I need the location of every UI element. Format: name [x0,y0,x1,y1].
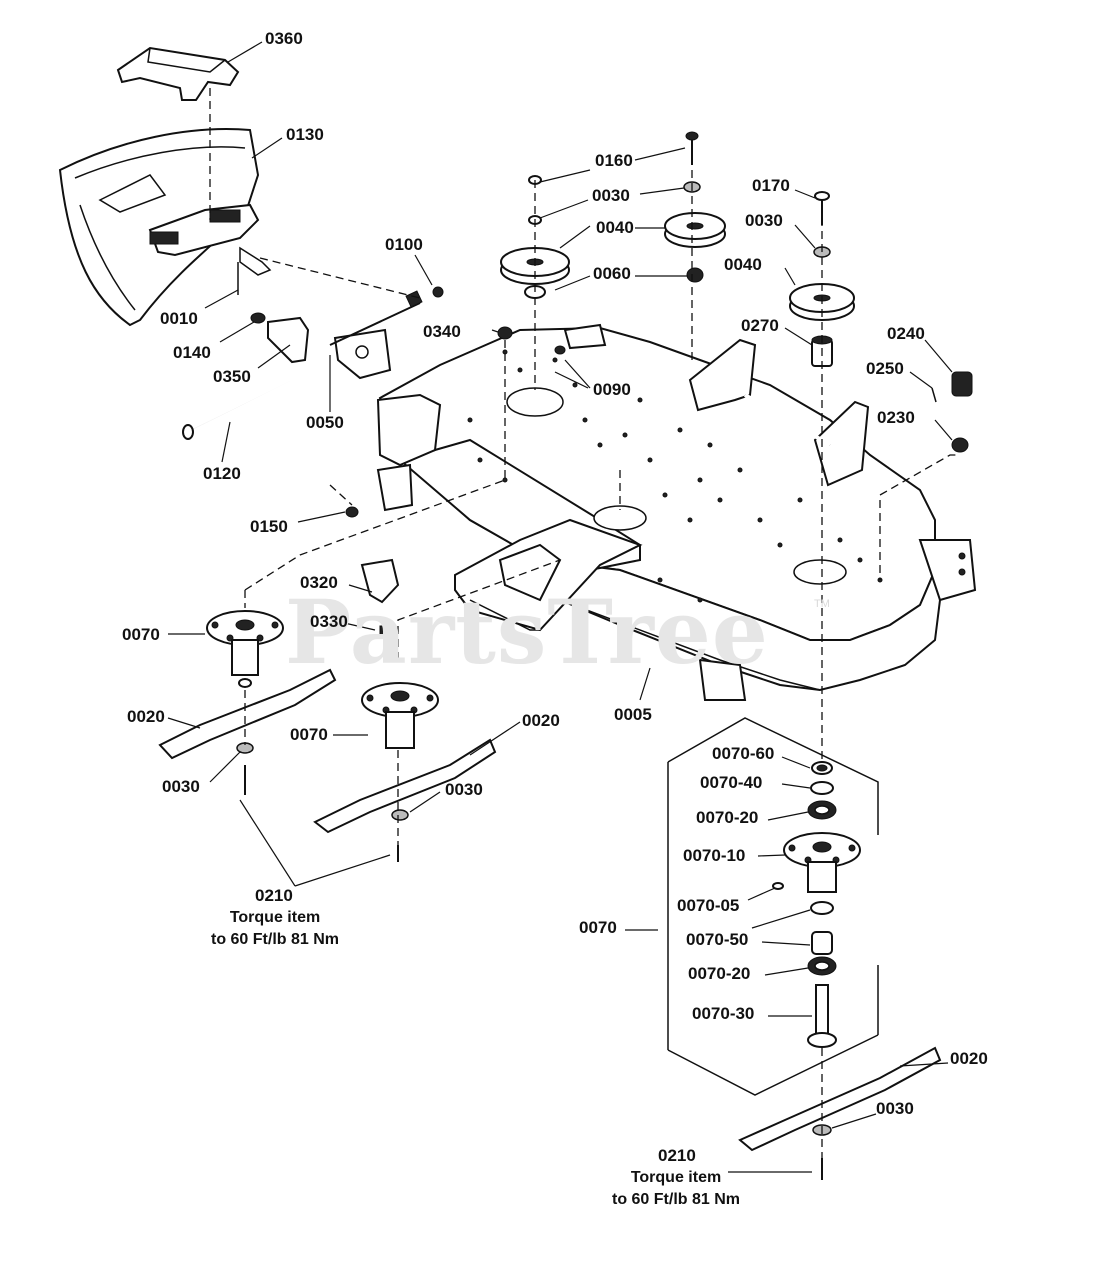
torque-note-right-line1: Torque item [630,1169,722,1186]
label-0040-right: 0040 [724,255,762,274]
nut-0340 [497,326,513,340]
torque-note-right: Torque item to 60 Ft/lb 81 Nm [606,1167,746,1211]
label-0130: 0130 [286,125,324,144]
blade-0020-center [313,738,497,834]
label-0150: 0150 [250,517,288,536]
label-0210-left: 0210 [255,886,293,905]
label-0230: 0230 [877,408,915,427]
washer-0090 [554,345,566,355]
label-0070-center: 0070 [290,725,328,744]
label-0030-right: 0030 [745,211,783,230]
label-0070-30: 0070-30 [692,1004,755,1023]
pulley-0040-b [664,212,726,283]
label-0040-top: 0040 [596,218,634,237]
label-0020-right: 0020 [950,1049,988,1068]
leader-lines [167,41,953,1173]
label-0140: 0140 [173,343,211,362]
spindle-assembly-0070-left [206,610,284,688]
label-0320: 0320 [300,573,338,592]
bolt-0330 [379,625,390,637]
label-0270: 0270 [741,316,779,335]
bolt-0160 [685,131,699,165]
spring-0240 [951,371,973,397]
label-0070-10: 0070-10 [683,846,746,865]
mower-deck-0005 [376,323,977,701]
label-0020-center: 0020 [522,711,560,730]
label-0070-05: 0070-05 [677,896,740,915]
hinge-rod-0120 [182,358,331,440]
spacer-0140 [250,312,266,324]
torque-note-right-line2: to 60 Ft/lb 81 Nm [611,1191,741,1208]
watermark-tm: TM [814,598,830,610]
label-0060: 0060 [593,264,631,283]
label-0020-left: 0020 [127,707,165,726]
torque-note-left: Torque item to 60 Ft/lb 81 Nm [205,907,345,951]
label-0210-right: 0210 [658,1146,696,1165]
deflector-hinge-0010 [148,203,272,295]
blade-0020-left [158,668,337,760]
bolt-0100 [329,286,444,346]
label-0070-20-a: 0070-20 [696,808,759,827]
spindle-parts-0070-exploded [772,761,861,1048]
label-0030-left: 0030 [162,777,200,796]
bracket-0350 [267,316,310,364]
label-0090: 0090 [593,380,631,399]
label-0005: 0005 [614,705,652,724]
torque-note-left-line1: Torque item [229,909,321,926]
label-0070-left: 0070 [122,625,160,644]
label-0010: 0010 [160,309,198,328]
spindle-assembly-0070-center [361,682,439,749]
spindle-detail-frame [667,717,879,1096]
label-0050: 0050 [306,413,344,432]
label-0030-center: 0030 [445,780,483,799]
label-0240: 0240 [887,324,925,343]
label-0070-40: 0070-40 [700,773,763,792]
label-0070-50: 0070-50 [686,930,749,949]
blade-0020-right [738,1046,942,1152]
label-0070-detail: 0070 [579,918,617,937]
label-0170: 0170 [752,176,790,195]
label-0160: 0160 [595,151,633,170]
label-0350: 0350 [213,367,251,386]
nut-0230 [951,437,969,453]
bolt-0150 [345,506,359,518]
label-0070-60: 0070-60 [712,744,775,763]
label-0340: 0340 [423,322,461,341]
assembly-lines [209,88,960,1170]
label-0070-20-b: 0070-20 [688,964,751,983]
label-0250: 0250 [866,359,904,378]
pin-0250 [931,387,937,403]
chute-bracket-0360 [116,46,240,101]
label-0330: 0330 [310,612,348,631]
washer-0030-center [391,809,409,821]
label-0360: 0360 [265,29,303,48]
label-0030-top: 0030 [592,186,630,205]
label-0120: 0120 [203,464,241,483]
torque-note-left-line2: to 60 Ft/lb 81 Nm [210,931,340,948]
watermark: PartsTree [285,580,769,684]
pivot-bracket-0050 [333,328,392,380]
label-0030-bottom: 0030 [876,1099,914,1118]
label-0100: 0100 [385,235,423,254]
